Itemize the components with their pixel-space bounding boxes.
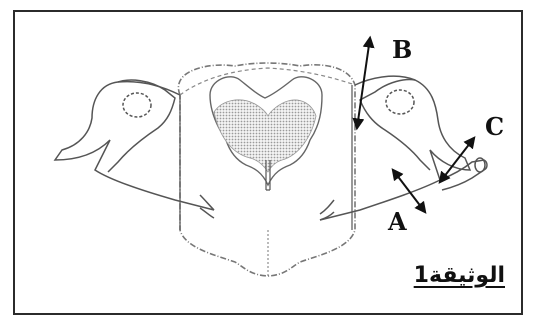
left-spinal-nerve bbox=[55, 80, 214, 218]
arrow-c bbox=[440, 138, 474, 182]
label-a: A bbox=[388, 210, 407, 234]
right-spinal-nerve bbox=[320, 76, 487, 220]
label-b: B bbox=[392, 38, 412, 62]
figure-caption: الوثيقة1 bbox=[414, 263, 505, 288]
grey-matter-dotted-region bbox=[214, 100, 316, 172]
arrow-a bbox=[393, 170, 425, 212]
label-c: C bbox=[485, 115, 504, 139]
dorsal-roots bbox=[180, 68, 355, 95]
